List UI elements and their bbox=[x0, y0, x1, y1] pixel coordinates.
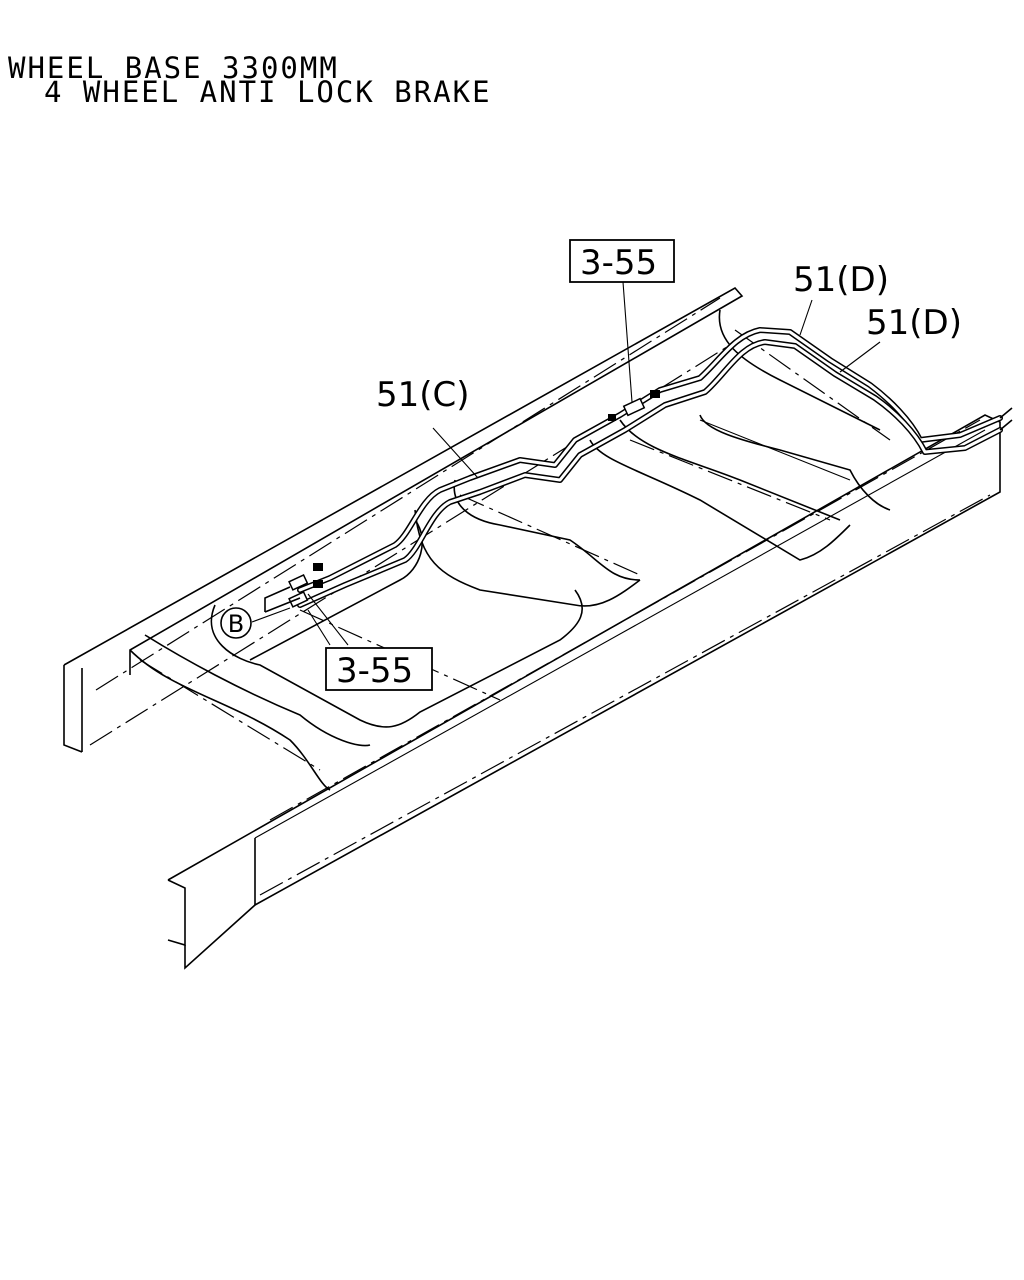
ref-label-bottom: 3-55 bbox=[336, 651, 413, 691]
right-side-rail bbox=[167, 414, 1001, 970]
ref-box-bottom: 3-55 bbox=[325, 647, 433, 691]
ref-label-top: 3-55 bbox=[580, 243, 657, 283]
left-side-rail bbox=[63, 286, 744, 753]
ref-box-top: 3-55 bbox=[569, 239, 675, 283]
title-abs: 4 WHEEL ANTI LOCK BRAKE bbox=[44, 75, 492, 109]
part-label-51d-lower: 51(D) bbox=[866, 303, 962, 343]
cross-members bbox=[129, 309, 891, 791]
brake-pipes bbox=[297, 327, 1013, 608]
chassis-frame bbox=[63, 286, 1001, 970]
view-marker-b: B bbox=[220, 607, 252, 639]
part-label-51d-upper: 51(D) bbox=[793, 260, 889, 300]
pipe-fittings bbox=[264, 390, 660, 613]
leader-lines bbox=[251, 281, 881, 646]
part-label-51c: 51(C) bbox=[376, 375, 470, 415]
title-wheel-base: WHEEL BASE 3300MM bbox=[8, 51, 339, 85]
view-marker-letter: B bbox=[228, 610, 244, 638]
